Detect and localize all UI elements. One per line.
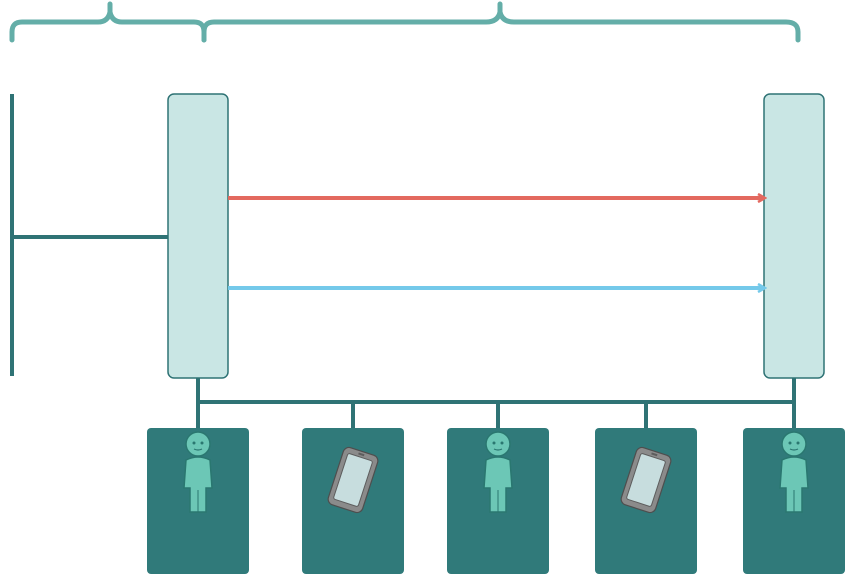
- bottom-bus: [196, 378, 796, 428]
- right-panel: [763, 93, 825, 379]
- left-connector: [10, 94, 168, 376]
- right-bracket: [201, 1, 801, 43]
- card-3: [447, 428, 549, 574]
- card-2: [302, 428, 404, 574]
- left-bracket: [9, 1, 207, 43]
- card-5: [743, 428, 845, 574]
- card-1: [147, 428, 249, 574]
- device-cards: [147, 428, 845, 574]
- left-panel: [167, 93, 229, 379]
- card-4: [595, 428, 697, 574]
- top-braces: [9, 1, 801, 43]
